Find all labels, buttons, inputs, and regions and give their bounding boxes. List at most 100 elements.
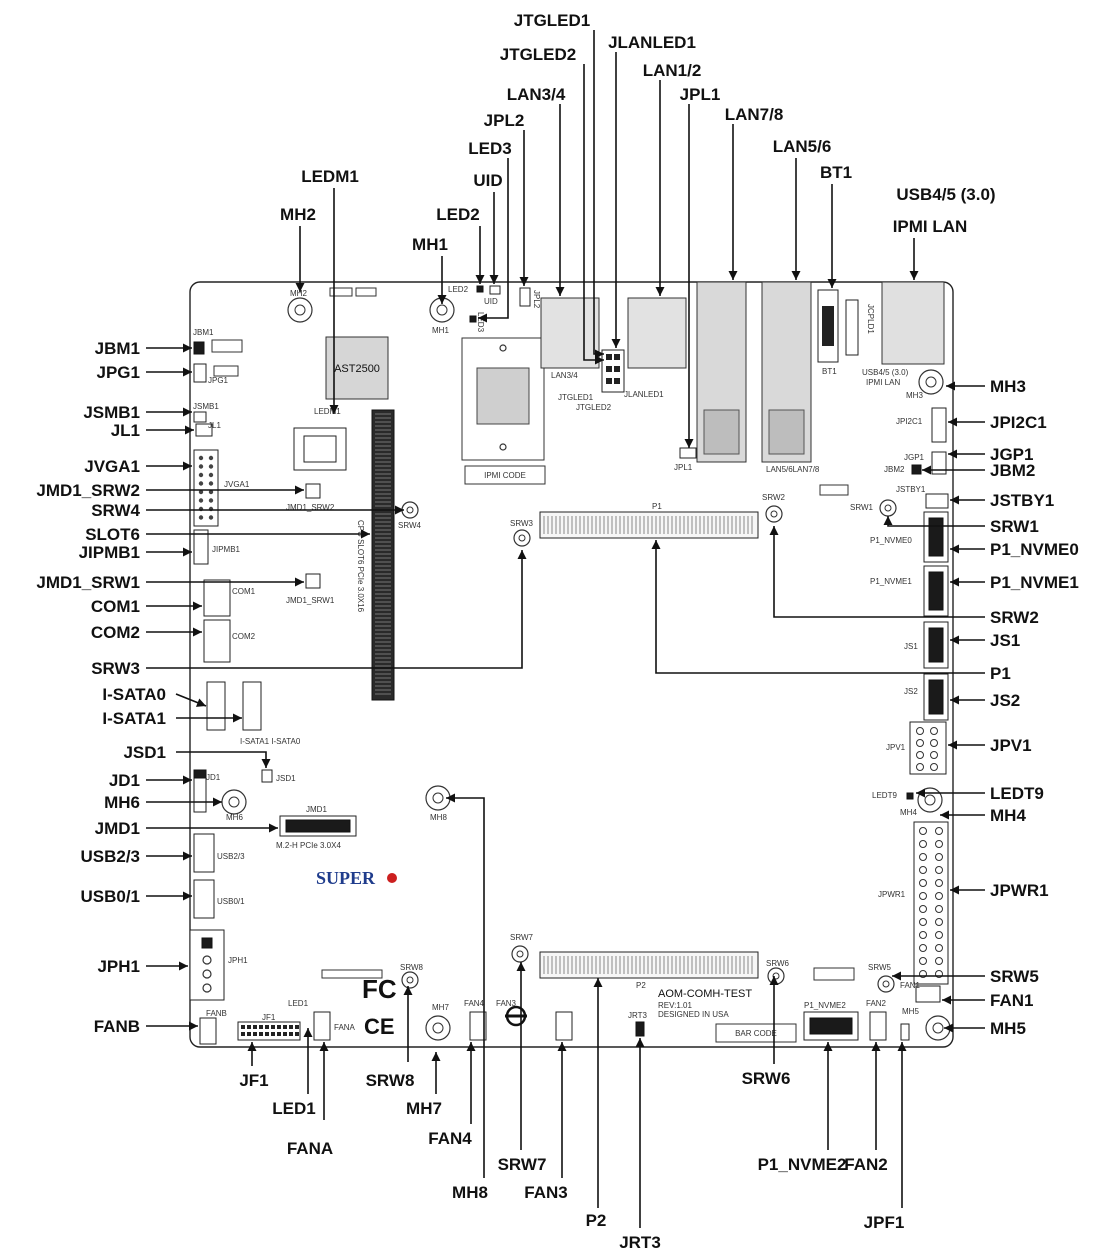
- callout-p1-nvme0: P1_NVME0: [990, 540, 1079, 559]
- srw8-silk: SRW8: [400, 963, 424, 972]
- screw-srw7-inner: [516, 950, 524, 958]
- led-header-pin: [614, 378, 620, 384]
- srw5-silk: SRW5: [868, 963, 892, 972]
- hole-mh3-inner: [925, 376, 937, 388]
- small-chip-top-1: [329, 287, 353, 297]
- arrow-jvga1: [183, 461, 192, 471]
- arrow-jpv1: [948, 740, 957, 750]
- arrow-jl1: [185, 425, 194, 435]
- arrow-bt1: [827, 279, 837, 288]
- jph1-pin-3: [202, 969, 212, 979]
- jph1-pin-2: [202, 955, 212, 965]
- arrow-mh4: [940, 810, 949, 820]
- jpwr1-pin: [935, 944, 943, 952]
- callout-jsd1: JSD1: [123, 743, 166, 762]
- lan34-silk: LAN3/4: [551, 371, 578, 380]
- arrow-jtgled2: [595, 355, 604, 365]
- fan3-header: [555, 1011, 573, 1041]
- arrow-fana: [319, 1042, 329, 1051]
- arrow-isata0: [195, 698, 206, 707]
- arrow-jmd1-srw2: [295, 485, 304, 495]
- arrow-p1: [651, 540, 661, 549]
- jbm1-silk: JBM1: [193, 328, 214, 337]
- arrow-p2: [593, 978, 603, 987]
- callout-fan3: FAN3: [524, 1183, 567, 1202]
- led-header-pin: [606, 366, 612, 372]
- callout-jipmb1: JIPMB1: [79, 543, 140, 562]
- hole-mh7-inner: [432, 1022, 444, 1034]
- mh6-silk: MH6: [226, 813, 243, 822]
- callout-fan2: FAN2: [844, 1155, 887, 1174]
- jpwr1-pin: [919, 840, 927, 848]
- jrt3-header: [635, 1021, 645, 1037]
- arrow-jph1: [179, 961, 188, 971]
- srw7-silk: SRW7: [510, 933, 534, 942]
- ipmi-code-heatsink: [476, 367, 530, 425]
- callout-mh4: MH4: [990, 806, 1026, 825]
- jf1-pin: [247, 1025, 251, 1029]
- arrow-jd1: [183, 775, 192, 785]
- jpv1-pin: [930, 763, 938, 771]
- supermicro-logo-dot: [387, 873, 397, 883]
- jf1-pin: [289, 1025, 293, 1029]
- hole-mh2-inner: [294, 304, 306, 316]
- ce-mark: CE: [364, 1014, 395, 1039]
- arrow-p1-nvme1: [950, 577, 959, 587]
- fana-header: [313, 1011, 331, 1041]
- jpi2c1-silk: JPI2C1: [896, 417, 923, 426]
- callout-fanb: FANB: [94, 1017, 140, 1036]
- arrow-com1: [193, 601, 202, 611]
- hole-mh8-inner: [432, 792, 444, 804]
- arrow-jbm2: [922, 465, 931, 475]
- js2-silk: JS2: [904, 687, 918, 696]
- jf1-pin: [295, 1025, 299, 1029]
- callout-usb45: USB4/5 (3.0): [896, 185, 995, 204]
- callout-jpl2: JPL2: [484, 111, 525, 130]
- bar-code-sticker: [715, 1023, 797, 1043]
- arrow-mh5: [944, 1023, 953, 1033]
- jpv1-pin: [916, 763, 924, 771]
- arrow-mh7: [431, 1052, 441, 1061]
- arrow-js1: [950, 635, 959, 645]
- jf1-pin: [283, 1025, 287, 1029]
- hole-mh1-inner: [436, 304, 448, 316]
- jstby1-silk: JSTBY1: [896, 485, 926, 494]
- jpg1-silk: JPG1: [208, 376, 229, 385]
- fana-silk: FANA: [334, 1023, 356, 1032]
- callout-jpi2c1: JPI2C1: [990, 413, 1047, 432]
- jvga1-pin: [198, 498, 204, 503]
- jmd1-srw2-standoff: [305, 483, 321, 499]
- callout-jstby1: JSTBY1: [990, 491, 1054, 510]
- callout-lan78: LAN7/8: [725, 105, 784, 124]
- jpv1-pins: [916, 727, 938, 771]
- callout-srw6: SRW6: [742, 1069, 791, 1088]
- jpl1-silk: JPL1: [674, 463, 693, 472]
- arrow-jmd1: [269, 823, 278, 833]
- jpg1-header: [193, 363, 207, 383]
- p1-slot-pins: [543, 516, 753, 534]
- jpv1-silk: JPV1: [886, 743, 906, 752]
- arrow-p1-nvme2: [823, 1042, 833, 1051]
- com2-silk: COM2: [232, 632, 256, 641]
- slot6-vertical-label: CPU SLOT6 PCIe 3.0X16: [356, 520, 365, 613]
- m2-label: M.2-H PCIe 3.0X4: [276, 841, 341, 850]
- jmd1-silk: JMD1: [306, 805, 327, 814]
- jf1-pin: [247, 1032, 251, 1036]
- callout-jmd1: JMD1: [95, 819, 140, 838]
- arrow-jpf1: [897, 1042, 907, 1051]
- screw-srw3-inner: [518, 534, 526, 542]
- jpwr1-pin: [919, 931, 927, 939]
- com1-header: [203, 579, 231, 617]
- led3-led: [469, 315, 477, 323]
- jpwr1-pin: [919, 944, 927, 952]
- usb23-header: [193, 833, 215, 873]
- arrow-jpi2c1: [948, 417, 957, 427]
- arrow-srw7: [516, 962, 526, 971]
- fan2-silk: FAN2: [866, 999, 887, 1008]
- arrow-fan4: [466, 1042, 476, 1051]
- callout-ledt9: LEDT9: [990, 784, 1044, 803]
- callout-jpf1: JPF1: [864, 1213, 905, 1232]
- ast2500-label: AST2500: [334, 363, 380, 375]
- jipmb1-header: [193, 529, 209, 565]
- callout-srw2: SRW2: [990, 608, 1039, 627]
